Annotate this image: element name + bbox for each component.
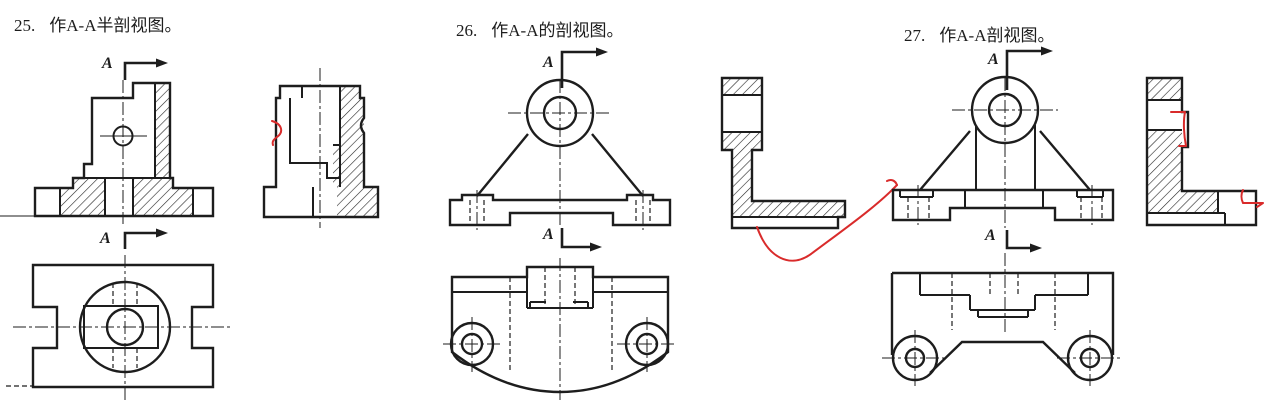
p25-cut-label-bottom: A (100, 230, 111, 247)
p25-top-view (6, 255, 233, 402)
problem-26-number: 26. (456, 21, 478, 40)
p27-answer-section-view (1145, 76, 1264, 227)
p26-top-view (443, 258, 676, 400)
p25-cut-label-top: A (102, 55, 113, 72)
problem-26-title: 26. 作A-A的剖视图。 (456, 16, 623, 41)
p26-cut-label-bottom: A (543, 226, 554, 243)
p27-cut-label-bottom: A (985, 227, 996, 244)
p26-answer-section-view (720, 76, 847, 230)
p25-section-cut-arrows (123, 58, 168, 249)
problem-26-text: 作A-A的剖视图。 (491, 21, 624, 40)
p27-top-view (882, 253, 1123, 386)
problem-25-text: 作A-A半剖视图。 (49, 16, 182, 35)
p26-front-view (448, 78, 672, 230)
p25-front-view (0, 80, 215, 224)
p26-cut-label-top: A (543, 54, 554, 71)
red-annotation-curve (756, 179, 898, 262)
problem-25-title: 25. 作A-A半剖视图。 (14, 11, 181, 36)
p27-cut-label-top: A (988, 51, 999, 68)
p26-section-cut-arrows (560, 47, 608, 252)
p27-front-view (891, 75, 1115, 228)
problem-27-text: 作A-A剖视图。 (939, 26, 1055, 45)
problem-27-title: 27. 作A-A剖视图。 (904, 21, 1054, 46)
p25-answer-section-view (262, 68, 380, 228)
problem-27-number: 27. (904, 26, 926, 45)
problem-25-number: 25. (14, 16, 36, 35)
